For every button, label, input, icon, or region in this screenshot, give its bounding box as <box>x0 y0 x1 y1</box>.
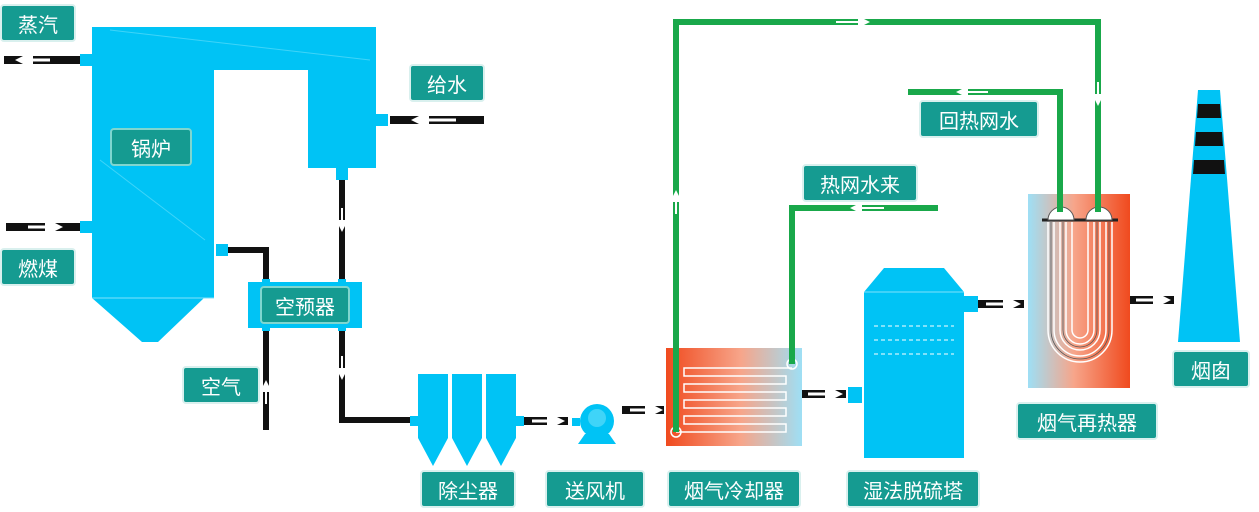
desulfurization-tower <box>864 268 978 458</box>
steam-pipe <box>4 51 80 69</box>
feedwater-pipe <box>390 111 484 129</box>
chimney <box>1178 90 1240 342</box>
steam-label: 蒸汽 <box>0 4 76 42</box>
feedwater-label: 给水 <box>409 64 485 102</box>
flue-gas-cooler <box>666 348 802 446</box>
forced-draft-fan <box>572 404 616 444</box>
fan-label: 送风机 <box>545 470 645 508</box>
boiler-label: 锅炉 <box>110 128 192 166</box>
desulfurization-tower-label: 湿法脱硫塔 <box>846 470 980 508</box>
reheater-label: 烟气再热器 <box>1016 402 1158 440</box>
tower-to-reheater-pipe <box>978 295 1024 313</box>
coal-inlet-nozzle <box>80 221 92 233</box>
coal-label: 燃煤 <box>0 248 76 286</box>
dust-to-fan-pipe <box>524 412 568 430</box>
boiler-flue-outlet-nozzle <box>216 244 228 256</box>
flue-gas-reheater <box>1028 194 1130 388</box>
steam-outlet-nozzle <box>80 54 92 66</box>
reheater-to-chimney-pipe <box>1130 291 1174 309</box>
air-label: 空气 <box>182 366 260 404</box>
air-preheater-label: 空预器 <box>260 286 350 324</box>
coal-pipe <box>6 218 80 236</box>
dust-collector <box>410 374 524 466</box>
chimney-label: 烟囱 <box>1172 350 1250 388</box>
feedwater-inlet-nozzle <box>376 114 388 126</box>
fan-to-cooler-pipe <box>622 401 664 419</box>
flue-cooler-label: 烟气冷却器 <box>667 470 801 508</box>
hot-water-flow-arrows <box>670 16 1104 214</box>
hot-water-return-label: 回热网水 <box>919 100 1039 138</box>
cooler-to-tower-pipe <box>802 385 862 403</box>
boiler <box>92 27 376 342</box>
economizer-outlet-nozzle <box>336 168 348 180</box>
flue-flow-arrows <box>260 208 348 404</box>
dust-collector-label: 除尘器 <box>420 470 516 508</box>
hot-water-in-label: 热网水来 <box>802 164 918 202</box>
